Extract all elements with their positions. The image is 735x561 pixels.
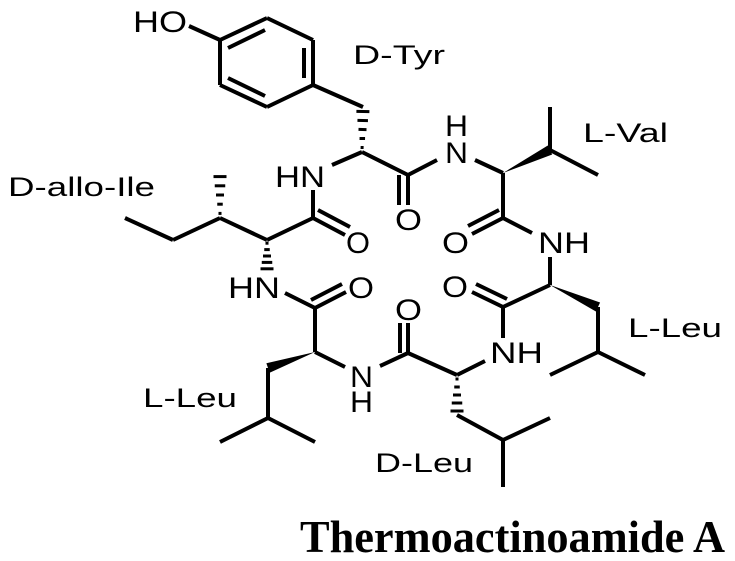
aromatic-bond [219,83,268,109]
wedge-bond [503,145,553,173]
residue-label-l-val: L-Val [583,118,668,148]
atom-label-hn-tyr: HN [275,161,325,194]
atom-label-o-tyr: O [395,204,422,237]
single-bond [502,216,533,235]
single-bond [361,150,409,177]
aromatic-bond [219,16,268,42]
single-bond [284,291,316,310]
atom-label-h-val: H [445,110,468,143]
residue-label-d-leu: D-Leu [375,448,473,478]
aromatic-inner-bond [227,76,266,98]
atom-label-n-val: N [445,137,468,170]
atom-label-nh-leu-right: NH [538,227,590,260]
atom-label-hn-ile: HN [228,272,280,305]
atom-label-o-val: O [442,227,469,260]
double-bond [317,208,351,229]
aromatic-inner-bond [227,28,266,50]
single-bond [502,283,551,309]
residue-label-d-allo-ile: D-allo-Ile [8,172,155,202]
single-bond [502,416,551,442]
single-bond [549,148,599,177]
bonds [124,16,646,487]
double-bond [314,290,347,310]
residue-label-l-leu-right: L-Leu [628,313,722,343]
single-bond [124,216,174,242]
atom-label-o-dleu: O [395,294,422,327]
double-bond [467,208,500,228]
single-bond [331,150,363,167]
aromatic-bond [266,16,314,42]
single-bond [597,350,646,377]
atom-label-n-leu-left: N [350,361,373,394]
single-bond [456,359,486,377]
single-bond [266,216,314,242]
single-bond [267,416,316,444]
residue-label-d-tyr: D-Tyr [353,40,445,70]
residue-label-l-leu-left: L-Leu [143,383,237,413]
atom-label-o-leu-right: O [442,271,468,304]
double-bond [471,216,504,236]
single-bond [379,351,409,368]
aromatic-bond [266,83,314,109]
single-bond [549,350,599,377]
single-bond [188,24,221,42]
atom-label-o-leu-left: O [348,272,374,305]
compound-title: Thermoactinoamide A [300,511,725,561]
double-bond [471,290,504,309]
double-bond [310,282,343,302]
wedge-bond [266,352,315,373]
atom-label-ho: HO [133,6,187,39]
wedge-bond [550,285,601,312]
atom-label-h-leu-left: H [350,386,373,419]
atom-label-o-ile: O [346,227,370,260]
double-bond [312,216,346,237]
single-bond [407,351,458,377]
single-bond [314,350,346,369]
single-bond [172,216,221,242]
single-bond [219,216,268,242]
atom-label-nh-dleu: NH [490,337,543,370]
double-bond [475,282,508,301]
single-bond [474,158,504,175]
single-bond [456,413,504,442]
single-bond [312,83,364,109]
single-bond [219,416,269,444]
single-bond [407,158,438,177]
